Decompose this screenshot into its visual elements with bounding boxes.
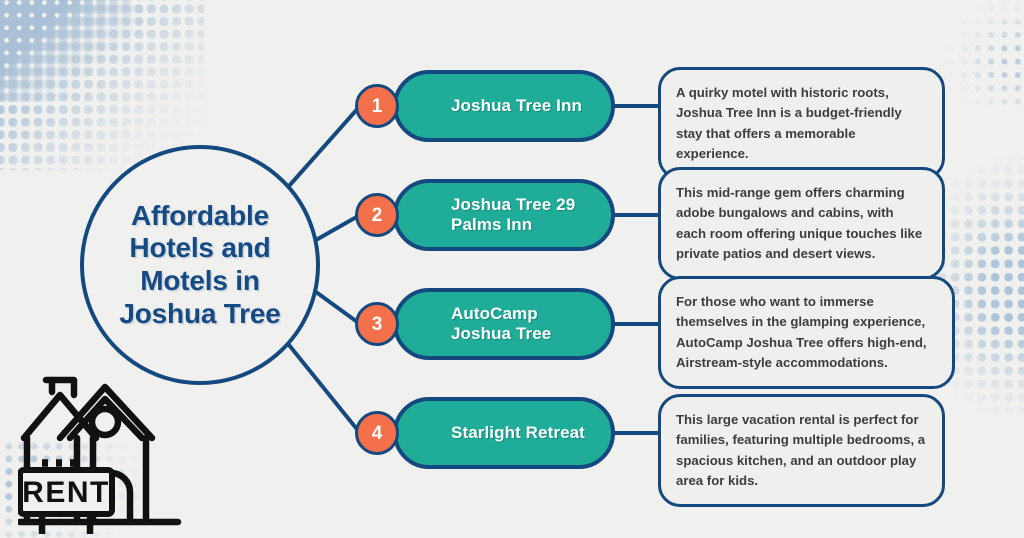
hotel-name-2: Joshua Tree 29 Palms Inn bbox=[451, 194, 576, 234]
step-number-1: 1 bbox=[371, 95, 383, 117]
step-badge-2: 2 bbox=[355, 193, 399, 237]
hotel-pill-1[interactable]: Joshua Tree Inn bbox=[393, 70, 615, 142]
description-text-3: For those who want to immerse themselves… bbox=[676, 294, 927, 370]
description-card-1: A quirky motel with historic roots, Josh… bbox=[658, 67, 945, 181]
hotel-name-3: AutoCamp Joshua Tree bbox=[451, 303, 552, 343]
central-hub: Affordable Hotels and Motels in Joshua T… bbox=[80, 145, 320, 385]
connector-hub-to-4 bbox=[287, 343, 362, 435]
hotel-name-1: Joshua Tree Inn bbox=[451, 95, 582, 115]
description-text-2: This mid-range gem offers charming adobe… bbox=[676, 185, 923, 261]
connector-hub-to-2 bbox=[315, 213, 361, 242]
description-card-2: This mid-range gem offers charming adobe… bbox=[658, 167, 945, 281]
step-badge-1: 1 bbox=[355, 84, 399, 128]
description-text-4: This large vacation rental is perfect fo… bbox=[676, 412, 926, 488]
description-card-3: For those who want to immerse themselves… bbox=[658, 276, 955, 390]
description-text-1: A quirky motel with historic roots, Josh… bbox=[676, 85, 902, 161]
hotel-pill-3[interactable]: AutoCamp Joshua Tree bbox=[393, 288, 615, 360]
connector-hub-to-3 bbox=[314, 290, 362, 326]
house-for-rent-icon: RENT bbox=[18, 376, 182, 534]
description-card-4: This large vacation rental is perfect fo… bbox=[658, 394, 945, 508]
connector-hub-to-1 bbox=[287, 104, 362, 188]
step-number-2: 2 bbox=[371, 204, 383, 226]
hotel-name-4: Starlight Retreat bbox=[451, 422, 585, 442]
svg-text:RENT: RENT bbox=[22, 476, 110, 509]
step-badge-4: 4 bbox=[355, 411, 399, 455]
hotel-pill-2[interactable]: Joshua Tree 29 Palms Inn bbox=[393, 179, 615, 251]
step-badge-3: 3 bbox=[355, 302, 399, 346]
step-number-4: 4 bbox=[371, 422, 383, 444]
page-title: Affordable Hotels and Motels in Joshua T… bbox=[119, 199, 281, 329]
step-number-3: 3 bbox=[371, 313, 383, 335]
hotel-pill-4[interactable]: Starlight Retreat bbox=[393, 397, 615, 469]
